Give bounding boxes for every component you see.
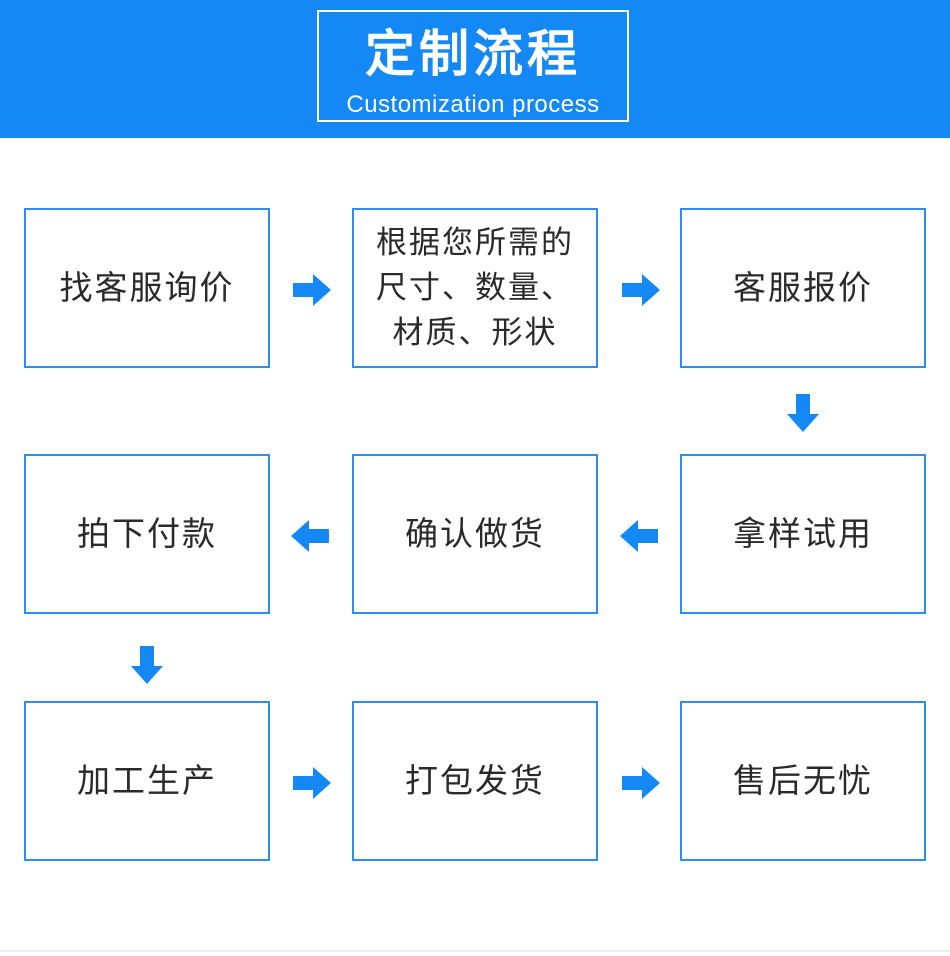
arrow-left-icon: [620, 516, 660, 556]
step-label: 打包发货: [405, 761, 545, 800]
step-3-quote: 客服报价: [680, 208, 926, 368]
arrow-right-icon: [291, 763, 331, 803]
arrow-down-icon: [127, 644, 167, 684]
step-6-payment: 拍下付款: [24, 454, 270, 614]
page-title: 定制流程: [365, 25, 581, 83]
arrow-left-icon: [291, 516, 331, 556]
page-subtitle: Customization process: [346, 91, 600, 118]
step-label: 根据您所需的 尺寸、数量、 材质、形状: [376, 224, 574, 351]
step-4-sample: 拿样试用: [680, 454, 926, 614]
arrow-right-icon: [291, 270, 331, 310]
arrow-down-icon: [783, 392, 823, 432]
bottom-divider: [0, 950, 950, 952]
arrow-right-icon: [620, 763, 660, 803]
step-label: 找客服询价: [59, 268, 235, 307]
step-2-requirements: 根据您所需的 尺寸、数量、 材质、形状: [352, 208, 598, 368]
step-label: 拍下付款: [77, 514, 217, 553]
step-9-after-sales: 售后无忧: [680, 701, 926, 861]
step-label: 售后无忧: [733, 761, 873, 800]
step-label: 拿样试用: [733, 514, 873, 553]
step-1-inquire: 找客服询价: [24, 208, 270, 368]
header-banner: 定制流程 Customization process: [0, 0, 950, 138]
step-7-production: 加工生产: [24, 701, 270, 861]
arrow-right-icon: [620, 270, 660, 310]
title-frame: 定制流程 Customization process: [317, 10, 629, 122]
step-5-confirm: 确认做货: [352, 454, 598, 614]
step-label: 加工生产: [77, 761, 217, 800]
step-label: 客服报价: [733, 268, 873, 307]
step-8-shipping: 打包发货: [352, 701, 598, 861]
step-label: 确认做货: [405, 514, 545, 553]
